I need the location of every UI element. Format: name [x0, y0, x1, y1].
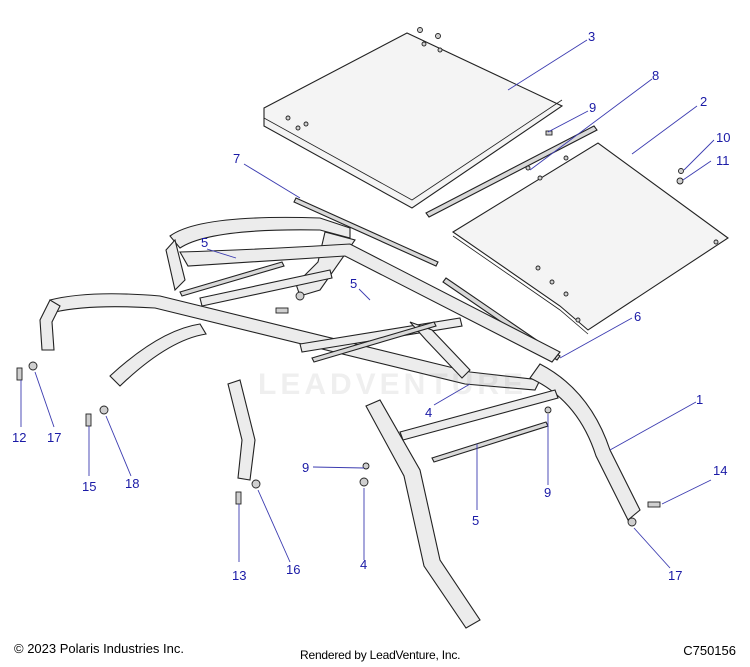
- callout-1: 1: [696, 392, 703, 407]
- callout-10: 10: [716, 130, 730, 145]
- callout-18: 18: [125, 476, 139, 491]
- callout-9: 9: [302, 460, 309, 475]
- trim-strip-left: [293, 197, 439, 267]
- diagram-code: C750156: [683, 643, 736, 658]
- callout-5: 5: [201, 235, 208, 250]
- callout-4: 4: [425, 405, 432, 420]
- callout-8: 8: [652, 68, 659, 83]
- copyright-notice: © 2023 Polaris Industries Inc.: [14, 641, 184, 656]
- callout-17: 17: [668, 568, 682, 583]
- leader-lines: [20, 39, 715, 569]
- callout-11: 11: [716, 153, 730, 168]
- callout-9: 9: [544, 485, 551, 500]
- callout-13: 13: [232, 568, 246, 583]
- roof-panel-front: [451, 142, 729, 335]
- rendered-by-credit: Rendered by LeadVenture, Inc.: [300, 648, 461, 662]
- callout-15: 15: [82, 479, 96, 494]
- callout-6: 6: [634, 309, 641, 324]
- roll-cage-frame: [39, 216, 641, 629]
- roof-panel-rear: [263, 27, 564, 209]
- watermark: LEADVENTURE: [258, 368, 528, 401]
- seal-strip: [425, 125, 598, 218]
- callout-3: 3: [588, 29, 595, 44]
- callout-7: 7: [233, 151, 240, 166]
- hardware-bolts: [16, 291, 661, 527]
- tube-pads: [179, 261, 549, 463]
- callout-16: 16: [286, 562, 300, 577]
- callout-4: 4: [360, 557, 367, 572]
- callout-5: 5: [472, 513, 479, 528]
- callout-9: 9: [589, 100, 596, 115]
- callout-labels: 3 8 9 2 10 11 7 5 5 6 1 4 12 17 15 18 9 …: [12, 29, 730, 583]
- callout-5: 5: [350, 276, 357, 291]
- callout-12: 12: [12, 430, 26, 445]
- callout-2: 2: [700, 94, 707, 109]
- screw-washer: [676, 168, 684, 185]
- callout-17: 17: [47, 430, 61, 445]
- callout-14: 14: [713, 463, 727, 478]
